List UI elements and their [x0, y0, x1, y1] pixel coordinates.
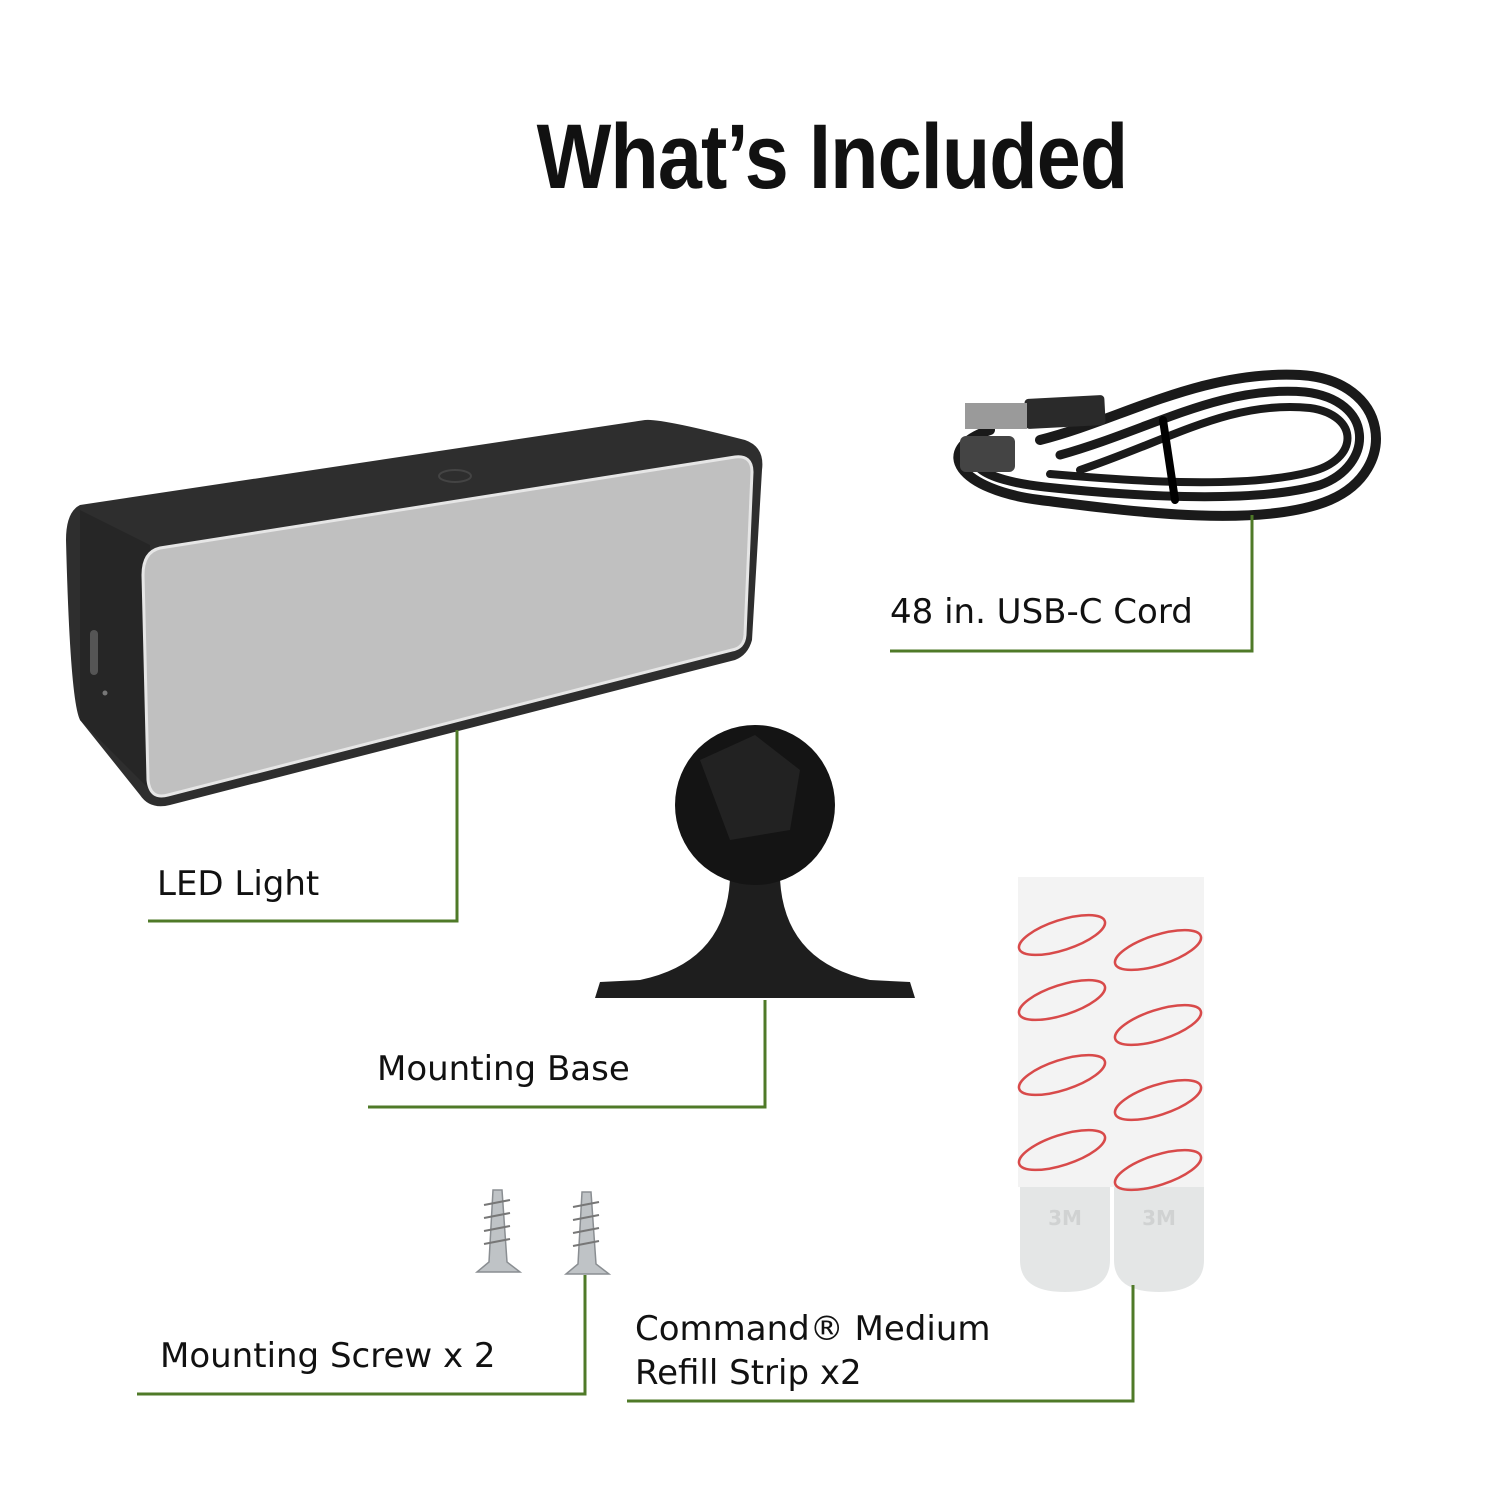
- page-title: What’s Included: [536, 106, 1129, 208]
- 3m-logo: 3M: [1048, 1206, 1082, 1230]
- usb-cord-label: 48 in. USB-C Cord: [890, 592, 1193, 632]
- led-light-label: LED Light: [157, 864, 320, 904]
- callout-line-led: [148, 730, 459, 923]
- callout-line-usb: [890, 515, 1254, 653]
- callout-line-base: [368, 1000, 767, 1109]
- command-strip-label-line2: Refill Strip x2: [635, 1353, 862, 1393]
- command-strip-label: Command® Medium Refill Strip x2: [635, 1307, 991, 1395]
- callout-line-screw: [137, 1275, 587, 1396]
- mounting-screws-image: [474, 1189, 612, 1275]
- usb-c-cord-image: [953, 369, 1381, 521]
- 3m-logo: 3M: [1142, 1206, 1176, 1230]
- led-light-image: [66, 419, 763, 807]
- mounting-base-label: Mounting Base: [377, 1049, 630, 1089]
- command-strip-label-line1: Command® Medium: [635, 1309, 991, 1349]
- mounting-screw-label: Mounting Screw x 2: [160, 1336, 496, 1376]
- callout-line-strip: [627, 1285, 1135, 1403]
- command-strips-image: 3M 3M: [1017, 877, 1204, 1292]
- mounting-base-image: [595, 725, 915, 998]
